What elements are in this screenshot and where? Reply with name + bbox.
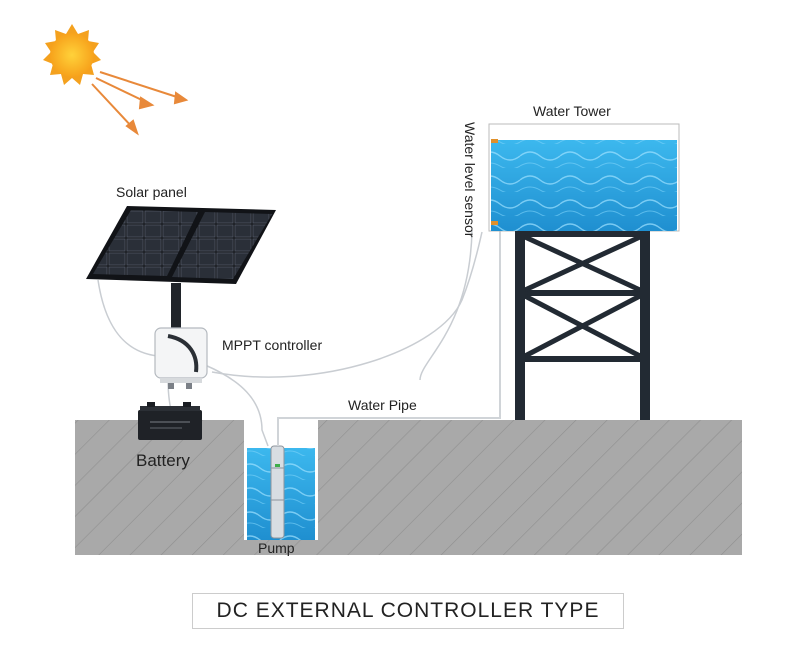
battery	[138, 402, 202, 440]
level-sensor-top	[491, 139, 498, 143]
label-water-tower: Water Tower	[533, 103, 611, 119]
pump	[270, 445, 285, 539]
water-tower	[488, 123, 680, 420]
label-water-level-sensor: Water level sensor	[462, 122, 478, 238]
mppt-controller	[154, 327, 208, 389]
wires	[97, 229, 483, 447]
label-pump: Pump	[258, 540, 295, 556]
sun-icon	[43, 24, 101, 85]
label-mppt-controller: MPPT controller	[222, 337, 322, 353]
level-sensor-bottom	[491, 221, 498, 225]
label-solar-panel: Solar panel	[116, 184, 187, 200]
label-water-pipe: Water Pipe	[348, 397, 417, 413]
label-battery: Battery	[136, 451, 190, 470]
ground	[75, 420, 742, 555]
solar-panel	[86, 206, 276, 284]
sun-rays	[91, 71, 189, 136]
diagram-title: DC EXTERNAL CONTROLLER TYPE	[192, 593, 624, 629]
water-pipe	[277, 230, 501, 446]
